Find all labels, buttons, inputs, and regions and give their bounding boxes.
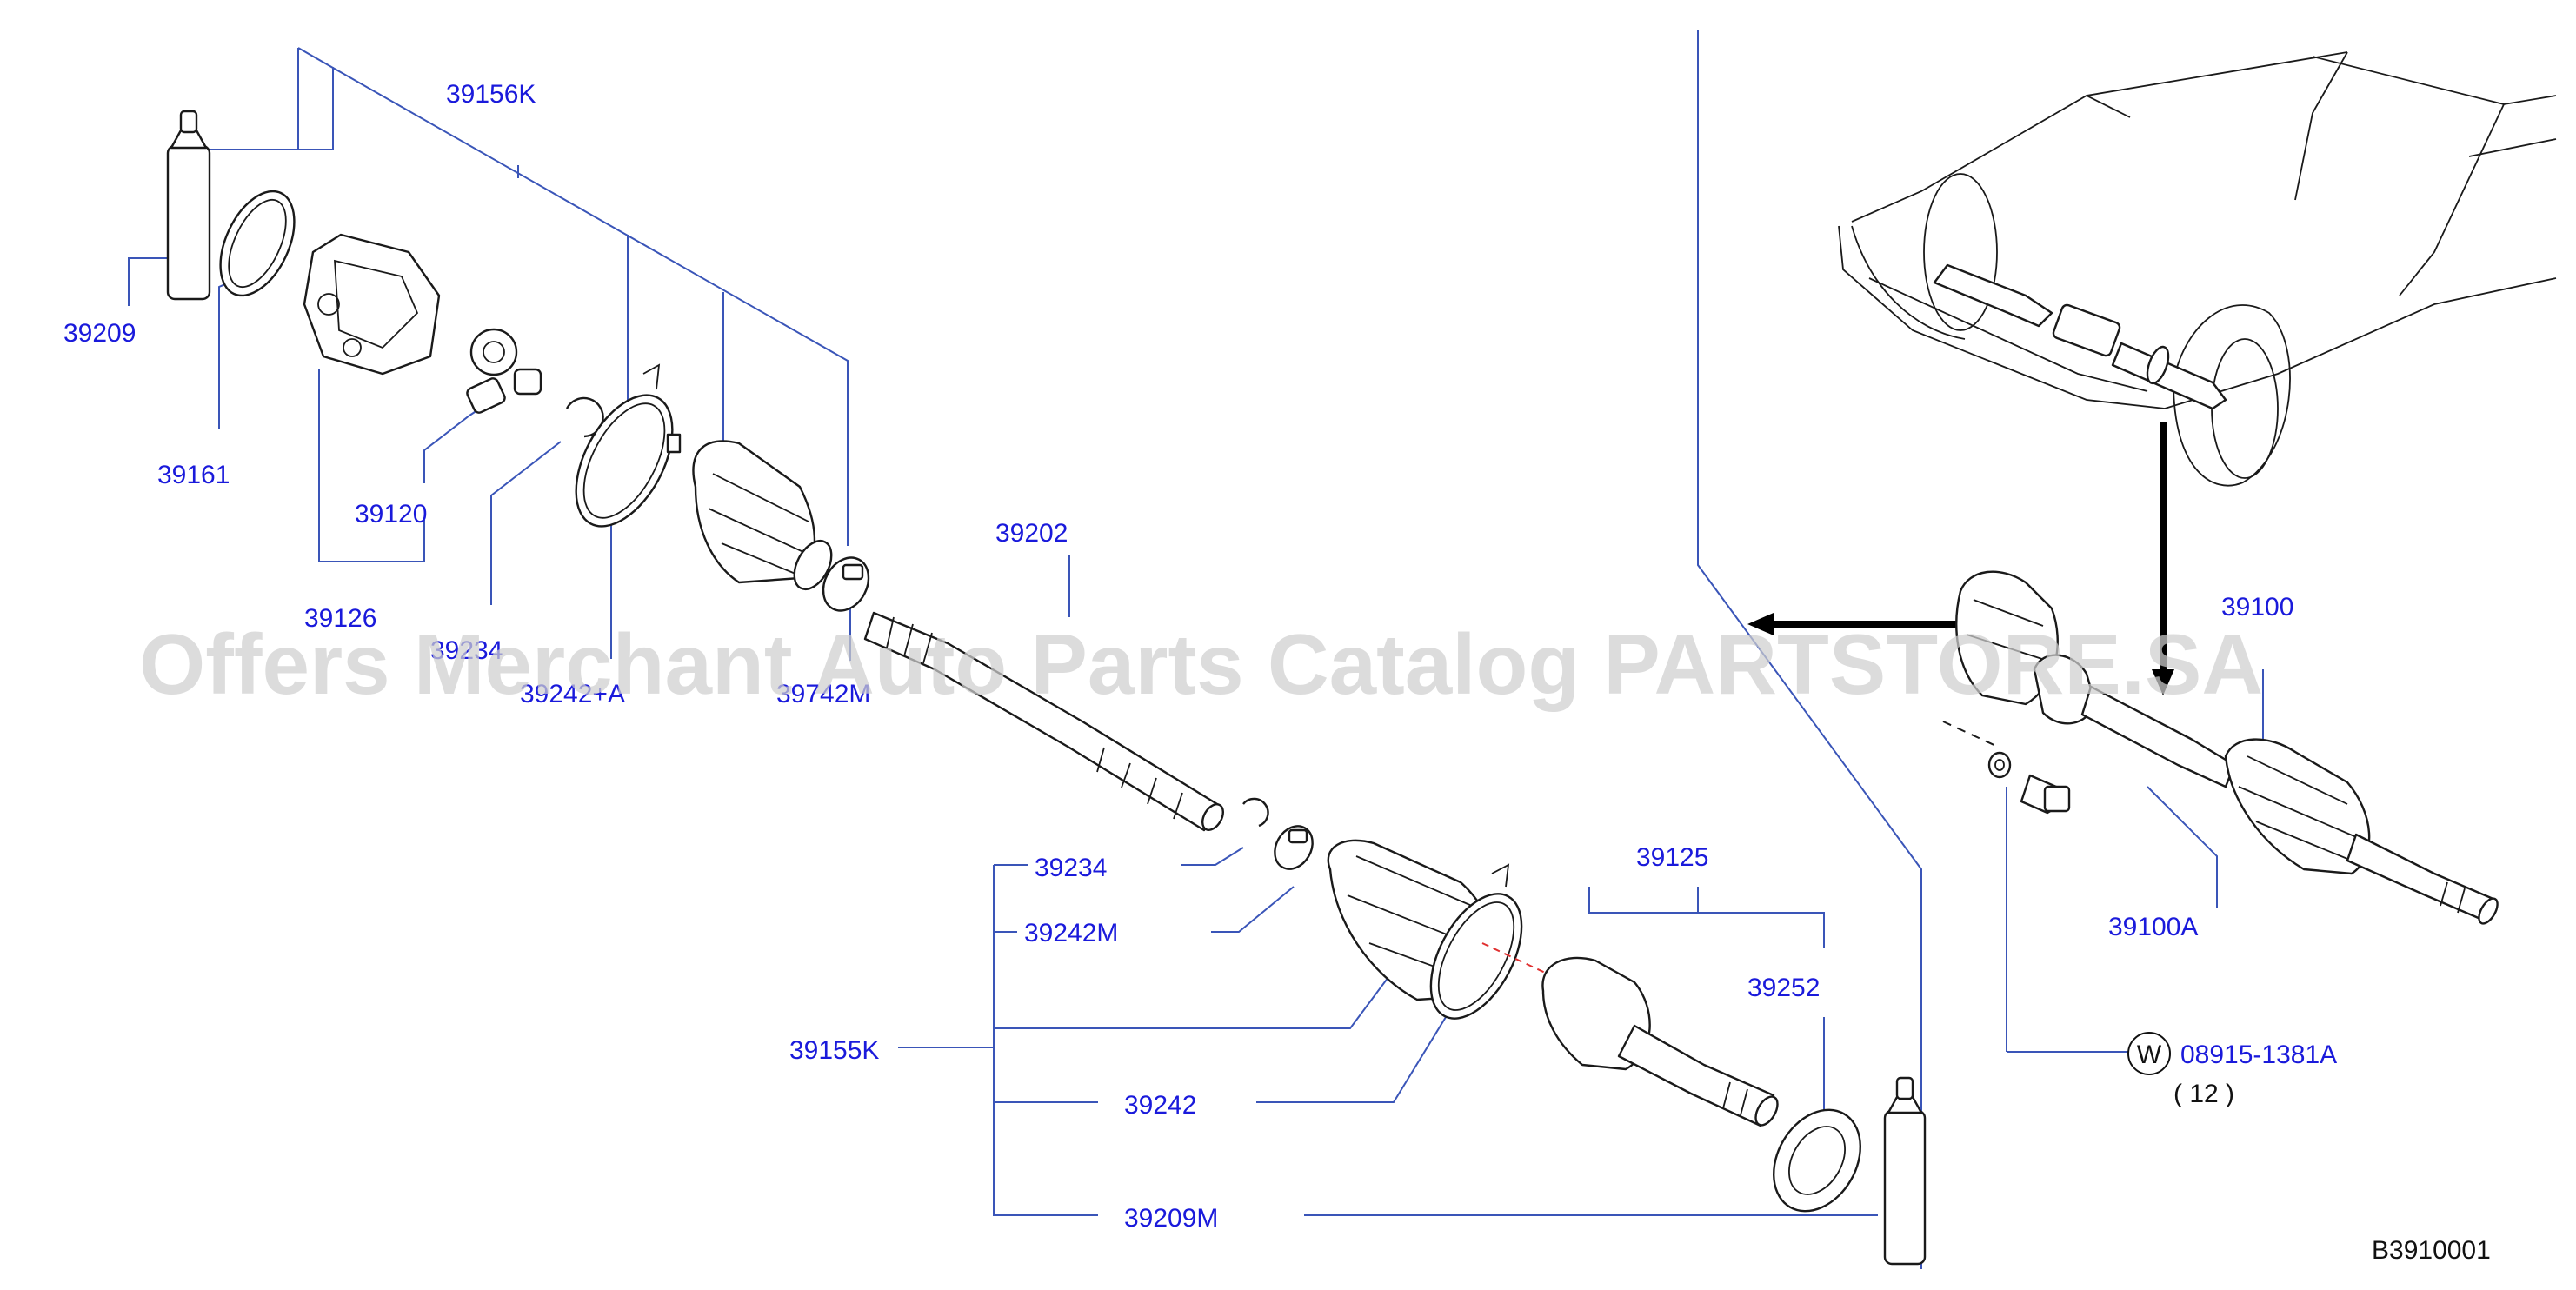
part-label-39242M[interactable]: 39242M — [1024, 919, 1118, 948]
part-label-39120[interactable]: 39120 — [355, 500, 427, 529]
washer-and-bolt-39100A — [1987, 751, 2071, 815]
part-labels: 39156K 39209 39161 39120 39126 39234 392… — [63, 80, 2491, 1265]
section-divider-line — [1697, 30, 1922, 1269]
bolt-circle-mark: W — [2137, 1041, 2162, 1069]
grease-tube-upper — [166, 110, 211, 301]
part-label-39202[interactable]: 39202 — [995, 519, 1068, 548]
part-label-39234-upper[interactable]: 39234 — [430, 636, 503, 665]
part-label-39126[interactable]: 39126 — [304, 604, 376, 633]
part-label-39742M[interactable]: 39742M — [776, 680, 870, 708]
bolt-type-circle-icon — [2127, 1032, 2171, 1075]
part-label-39100[interactable]: 39100 — [2221, 593, 2293, 622]
bearing-seal-39252 — [1773, 1108, 1861, 1213]
part-label-39234-lower[interactable]: 39234 — [1035, 854, 1107, 882]
direction-arrows — [1747, 422, 2174, 695]
spider-assembly-39120 — [466, 328, 542, 414]
part-label-39161[interactable]: 39161 — [157, 461, 230, 489]
part-label-39252[interactable]: 39252 — [1747, 974, 1820, 1002]
boot-39741-upper — [692, 440, 833, 591]
housing-39126 — [303, 233, 441, 376]
part-label-08915-1381A[interactable]: 08915-1381A — [2180, 1041, 2337, 1069]
part-label-39209M[interactable]: 39209M — [1124, 1204, 1218, 1233]
boot-band-39242-lower — [1429, 863, 1523, 1020]
leader-lines-left — [128, 47, 1070, 661]
leader-lines-lower — [898, 669, 2264, 1216]
drive-shaft-39202 — [863, 611, 1224, 832]
part-label-39242[interactable]: 39242 — [1124, 1091, 1196, 1120]
diagram-code: B3910001 — [2372, 1236, 2491, 1265]
snap-ring-39234-lower — [1242, 797, 1269, 828]
part-label-39242A[interactable]: 39242+A — [520, 680, 625, 708]
part-label-39156K[interactable]: 39156K — [446, 80, 536, 109]
drive-shaft-assembly-39100 — [1942, 570, 2499, 925]
snap-ring-39161 — [219, 190, 296, 297]
band-clamp-39742M — [822, 556, 870, 612]
part-label-39100A[interactable]: 39100A — [2108, 913, 2198, 941]
part-label-39125[interactable]: 39125 — [1636, 843, 1708, 872]
outer-joint-39125 — [1541, 956, 1779, 1127]
grease-tube-lower — [1883, 1076, 1927, 1266]
boot-band-39242-upper — [575, 363, 682, 528]
alignment-dashed-line — [1481, 942, 1557, 979]
watermark-text: Offers Merchant Auto Parts Catalog PARTS… — [139, 616, 2263, 712]
band-clamp-39242M-lower — [1274, 825, 1314, 870]
part-label-39209[interactable]: 39209 — [63, 319, 136, 348]
quantity-note: ( 12 ) — [2173, 1080, 2234, 1108]
vehicle-inset-illustration — [1838, 51, 2557, 487]
part-label-39155K[interactable]: 39155K — [789, 1036, 879, 1065]
